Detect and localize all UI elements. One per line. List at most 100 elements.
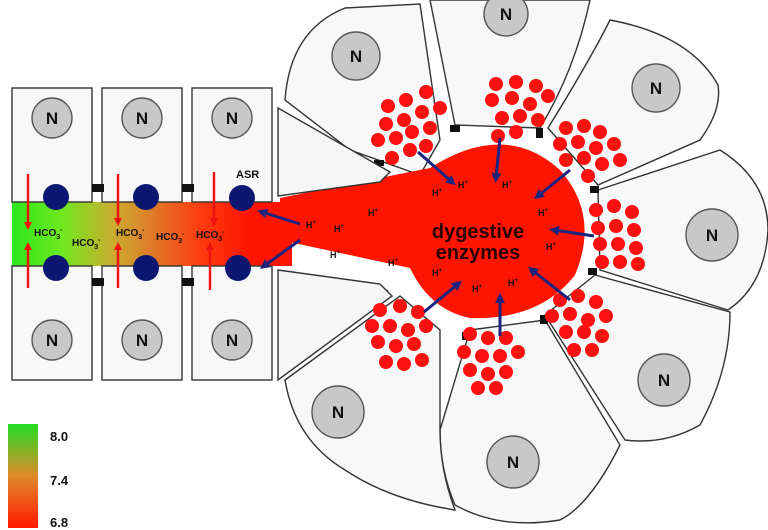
proton-label-9: H+ [538,208,549,218]
proton-arrow-9 [423,280,462,314]
proton-label-1: H+ [306,220,317,230]
duct-cell-top-2-nucleus-label: N [136,109,148,128]
proton-arrow-1 [257,208,301,226]
proton-arrow-6 [549,225,595,238]
granule-7-8 [371,335,385,349]
proton-arrow-5 [534,168,571,200]
granule-1-1 [381,99,395,113]
granule-4-5 [609,219,623,233]
tight-junction-duct-4 [182,278,194,286]
granule-1-3 [419,85,433,99]
granule-2-6 [523,97,537,111]
granule-6-7 [511,345,525,359]
granule-5-8 [559,325,573,339]
acinar-cell-5-nucleus-label: N [658,371,670,390]
granule-7-3 [411,305,425,319]
proton-label-2: H+ [334,224,345,234]
granule-6-3 [499,331,513,345]
acinar-cell-6-nucleus [486,435,540,489]
granule-4-10 [595,255,609,269]
duct-cell-bottom-1-nucleus-label: N [46,331,58,350]
granule-7-9 [389,339,403,353]
granule-4-3 [625,205,639,219]
bicarbonate-label-2: HCO3- [72,237,101,251]
granule-3-2 [577,119,591,133]
tight-junction-duct-1 [92,184,104,192]
granule-7-4 [365,319,379,333]
ph-tick-low: 6.8 [50,515,68,530]
transporters [43,184,255,281]
asr-label: ASR [236,169,259,181]
granule-4-2 [607,199,621,213]
granule-1-10 [405,125,419,139]
transporter-4 [43,255,69,281]
granule-7-6 [401,323,415,337]
granule-6-5 [475,349,489,363]
granule-5-10 [595,329,609,343]
duct-cell-top-3-nucleus-label: N [226,109,238,128]
acinar-cell-7-nucleus [311,385,365,439]
duct-cell-top-2-nucleus [121,97,163,139]
bicarbonate-labels: HCO3-HCO3-HCO3-HCO3-HCO3- [34,227,225,251]
granule-5-12 [585,343,599,357]
granule-3-4 [553,137,567,151]
proton-label-5: H+ [388,258,399,268]
proton-flux-arrows [257,137,595,336]
proton-label-12: H+ [472,284,483,294]
proton-label-7: H+ [458,180,469,190]
bicarbonate-label-5: HCO3- [196,229,225,243]
granule-6-8 [463,363,477,377]
proton-label-11: H+ [432,268,443,278]
granule-2-5 [505,91,519,105]
tight-junction-acinar-1 [450,125,460,132]
granule-4-11 [613,255,627,269]
proton-arrow-4 [491,137,502,183]
tight-junction-acinar-7 [374,160,384,166]
centroacinar-cell-top [277,106,392,197]
duct-cell-bottom-1-nucleus [31,319,73,361]
proton-label-8: H+ [502,180,513,190]
granule-1-13 [403,143,417,157]
granule-2-11 [491,129,505,143]
granule-2-3 [529,79,543,93]
transporter-1 [43,184,69,210]
granule-6-2 [481,331,495,345]
ph-scale: 8.0 7.4 6.8 [8,424,69,530]
granule-2-1 [489,77,503,91]
granule-5-5 [563,307,577,321]
granule-6-6 [493,349,507,363]
tight-junction-duct-2 [182,184,194,192]
granule-3-12 [581,169,595,183]
proton-arrow-7 [528,266,571,302]
granule-2-12 [509,125,523,139]
duct-cell-bottom-3-nucleus-label: N [226,331,238,350]
granule-6-12 [489,381,503,395]
granule-7-12 [397,357,411,371]
duct-cell-top-1-nucleus [31,97,73,139]
granule-2-9 [513,109,527,123]
centroacinar-cell-bottom [277,269,394,382]
granule-7-1 [373,303,387,317]
granule-3-3 [593,125,607,139]
granule-5-4 [545,309,559,323]
proton-label-3: H+ [368,208,379,218]
granule-7-13 [415,353,429,367]
granule-4-12 [631,257,645,271]
granule-6-10 [499,365,513,379]
acinar-cell-2-nucleus [483,0,529,37]
granule-1-12 [385,151,399,165]
granule-6-9 [481,367,495,381]
acinar-cell-4-nucleus-label: N [706,226,718,245]
tight-junction-acinar-2 [536,128,543,138]
duct-cell-bottom-3-nucleus [211,319,253,361]
granule-4-8 [611,237,625,251]
granule-1-7 [433,101,447,115]
granule-2-7 [541,89,555,103]
granule-1-14 [419,139,433,153]
tight-junction-acinar-3 [590,186,599,193]
proton-label-10: H+ [546,242,557,252]
duct-cells [11,87,599,381]
